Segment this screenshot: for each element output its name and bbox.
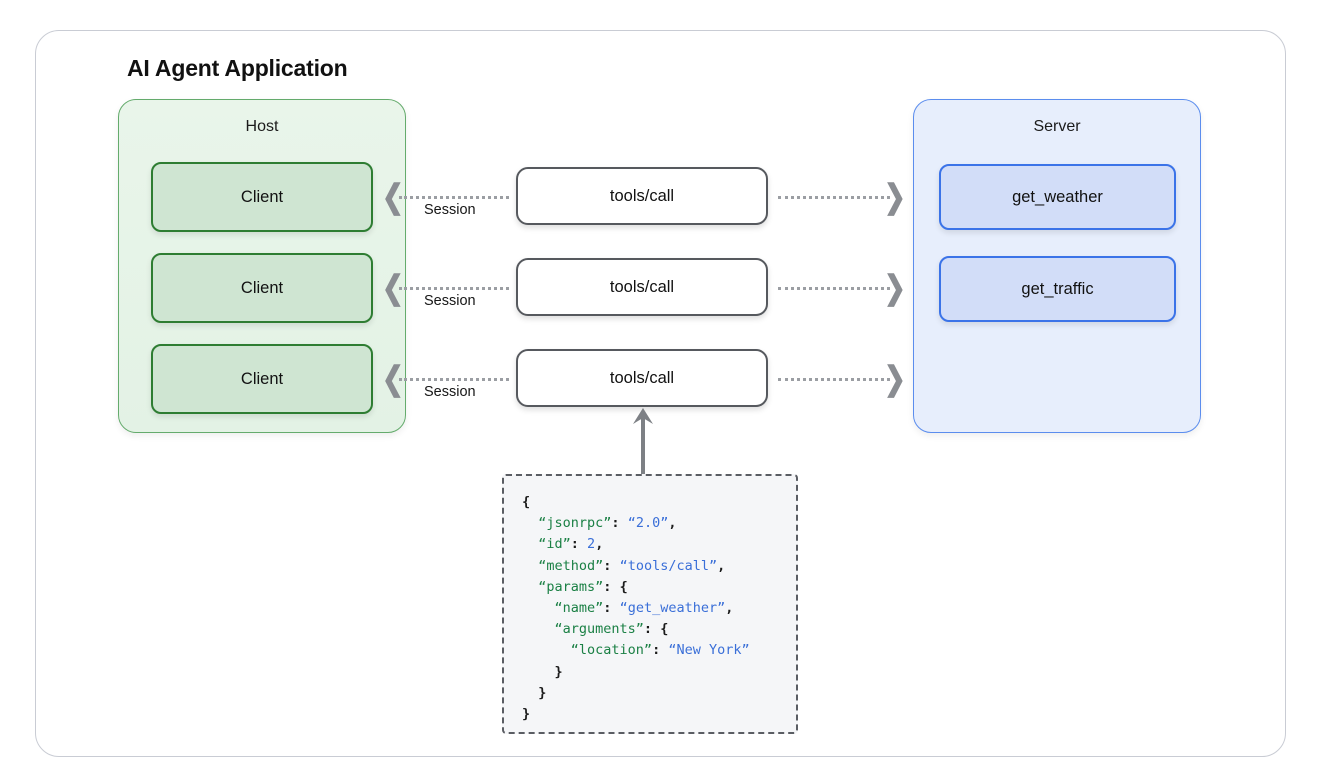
client-box-2[interactable]: Client xyxy=(151,253,373,323)
tool-box-get-traffic[interactable]: get_traffic xyxy=(939,256,1176,322)
tools-call-box-2[interactable]: tools/call xyxy=(516,258,768,316)
session-label-1: Session xyxy=(424,202,476,218)
tools-call-label: tools/call xyxy=(609,277,675,296)
connector-session-line-3 xyxy=(399,378,509,381)
server-panel-title: Server xyxy=(1033,118,1081,135)
arrow-right-icon-1: ❯ xyxy=(884,177,906,215)
tool-box-get-weather[interactable]: get_weather xyxy=(939,164,1176,230)
connector-server-line-1 xyxy=(778,196,890,199)
json-payload-code: { “jsonrpc”: “2.0”, “id”: 2, “method”: “… xyxy=(522,494,750,723)
session-label-2: Session xyxy=(424,293,476,309)
tool-label: get_traffic xyxy=(1021,279,1094,298)
json-payload-box: { “jsonrpc”: “2.0”, “id”: 2, “method”: “… xyxy=(502,474,798,734)
arrow-right-icon-3: ❯ xyxy=(884,359,906,397)
connector-server-line-3 xyxy=(778,378,890,381)
arrow-right-icon-2: ❯ xyxy=(884,268,906,306)
client-label: Client xyxy=(240,278,284,297)
connector-session-line-2 xyxy=(399,287,509,290)
server-panel: Server get_weather get_traffic xyxy=(913,99,1201,433)
tools-call-box-1[interactable]: tools/call xyxy=(516,167,768,225)
tools-call-label: tools/call xyxy=(609,368,675,387)
host-panel: Host Client Client Client xyxy=(118,99,406,433)
client-label: Client xyxy=(240,369,284,388)
session-label-3: Session xyxy=(424,384,476,400)
tools-call-box-3[interactable]: tools/call xyxy=(516,349,768,407)
client-label: Client xyxy=(240,187,284,206)
arrow-up-icon xyxy=(633,408,653,476)
arrow-left-icon-2: ❮ xyxy=(382,268,404,306)
tools-call-label: tools/call xyxy=(609,186,675,205)
host-panel-title: Host xyxy=(245,118,279,135)
connector-server-line-2 xyxy=(778,287,890,290)
client-box-3[interactable]: Client xyxy=(151,344,373,414)
page-title: AI Agent Application xyxy=(127,55,348,81)
arrow-left-icon-1: ❮ xyxy=(382,177,404,215)
client-box-1[interactable]: Client xyxy=(151,162,373,232)
connector-session-line-1 xyxy=(399,196,509,199)
tool-label: get_weather xyxy=(1012,187,1103,206)
arrow-left-icon-3: ❮ xyxy=(382,359,404,397)
